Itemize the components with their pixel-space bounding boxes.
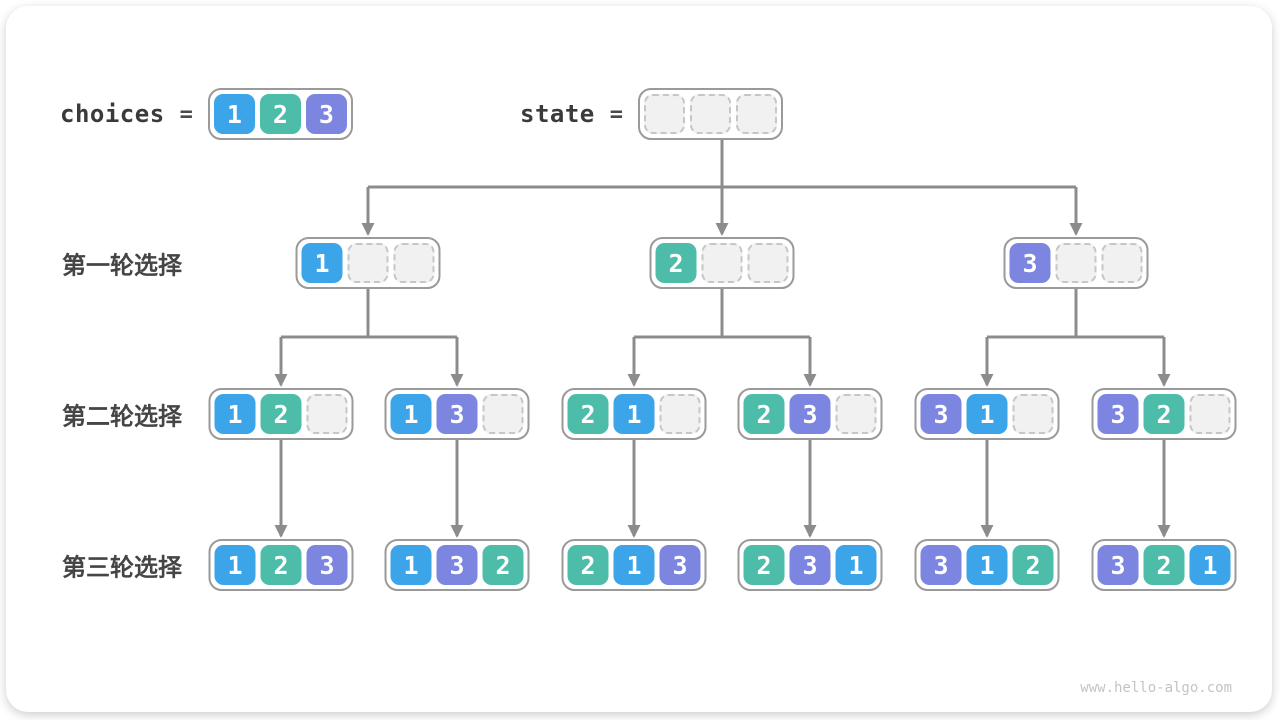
cell-3: 3	[920, 545, 962, 585]
empty-cell	[482, 394, 524, 434]
cell-1: 1	[214, 394, 256, 434]
cell-1: 1	[613, 394, 655, 434]
cell-3: 3	[1097, 394, 1139, 434]
cell-3: 3	[436, 545, 478, 585]
cell-1: 1	[966, 394, 1008, 434]
cell-2: 2	[655, 243, 697, 283]
cell-2: 2	[1143, 394, 1185, 434]
empty-cell	[1055, 243, 1097, 283]
cell-1: 1	[966, 545, 1008, 585]
cell-3: 3	[789, 545, 831, 585]
cell-3: 3	[306, 545, 348, 585]
cell-2: 2	[260, 545, 302, 585]
cell-1: 1	[613, 545, 655, 585]
cell-2: 2	[567, 545, 609, 585]
cell-3: 3	[789, 394, 831, 434]
cell-1: 1	[390, 545, 432, 585]
state-array-root-node	[638, 88, 783, 140]
cell-2: 2	[567, 394, 609, 434]
empty-cell	[347, 243, 389, 283]
cell-2: 2	[260, 394, 302, 434]
empty-cell	[835, 394, 877, 434]
cell-2: 2	[482, 545, 524, 585]
cell-2: 2	[1143, 545, 1185, 585]
tree-node-3xx: 3	[1003, 237, 1149, 289]
equals-sign: =	[609, 101, 623, 127]
watermark: www.hello-algo.com	[1080, 680, 1232, 696]
cell-2: 2	[743, 545, 785, 585]
tree-node-2xx: 2	[649, 237, 795, 289]
state-label: state	[520, 100, 595, 128]
tree-node-1xx: 1	[295, 237, 441, 289]
cell-1: 1	[835, 545, 877, 585]
empty-cell	[1101, 243, 1143, 283]
equals-sign: =	[179, 101, 193, 127]
empty-cell	[736, 94, 777, 134]
empty-cell	[644, 94, 685, 134]
empty-cell	[747, 243, 789, 283]
cell-3: 3	[1097, 545, 1139, 585]
empty-cell	[701, 243, 743, 283]
cell-2: 2	[259, 94, 301, 134]
empty-cell	[659, 394, 701, 434]
empty-cell	[1012, 394, 1054, 434]
cell-1: 1	[1189, 545, 1231, 585]
empty-cell	[306, 394, 348, 434]
choices-label: choices	[60, 100, 165, 128]
cell-3: 3	[659, 545, 701, 585]
state-declaration: state =	[520, 88, 783, 140]
cell-1: 1	[213, 94, 255, 134]
cell-2: 2	[743, 394, 785, 434]
cell-1: 1	[390, 394, 432, 434]
cell-2: 2	[1012, 545, 1054, 585]
cell-3: 3	[1009, 243, 1051, 283]
cell-3: 3	[436, 394, 478, 434]
round-2-label: 第二轮选择	[62, 403, 182, 431]
cell-3: 3	[920, 394, 962, 434]
empty-cell	[690, 94, 731, 134]
empty-cell	[393, 243, 435, 283]
round-3-label: 第三轮选择	[62, 554, 182, 582]
cell-3: 3	[305, 94, 347, 134]
empty-cell	[1189, 394, 1231, 434]
cell-1: 1	[301, 243, 343, 283]
round-1-label: 第一轮选择	[62, 252, 182, 280]
cell-1: 1	[214, 545, 256, 585]
